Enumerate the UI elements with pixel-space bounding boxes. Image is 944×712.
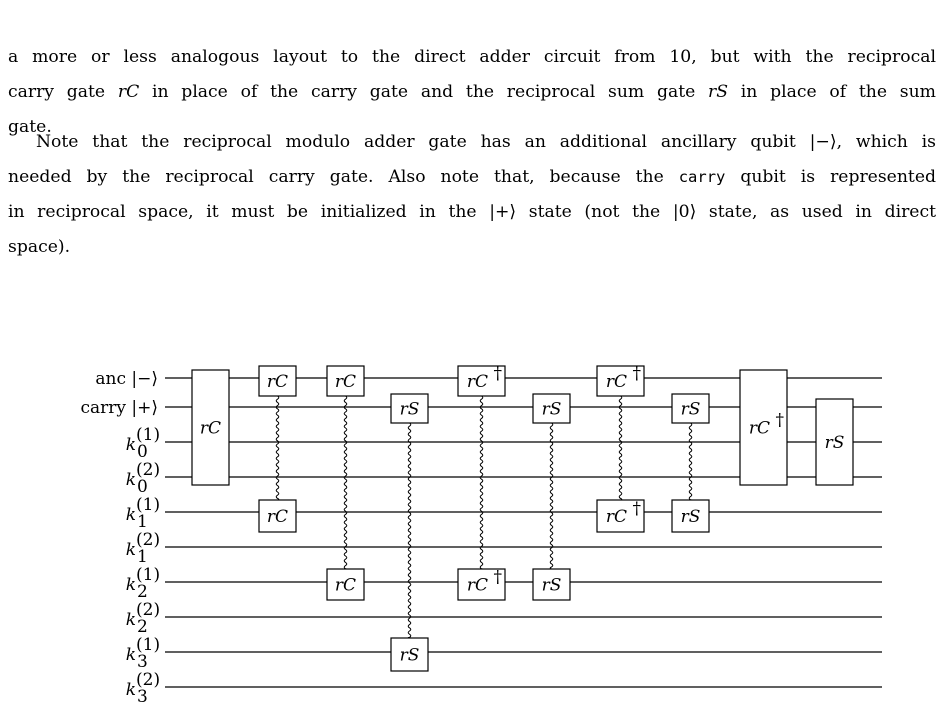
text-line: needed by the reciprocal carry gate. Als…: [8, 167, 936, 187]
gate-box: [457, 568, 506, 601]
control-link: [407, 422, 412, 639]
wire-label-superscript: (1): [136, 635, 160, 655]
wire-label-superscript: (2): [136, 460, 160, 480]
wire-label-k: k: [126, 470, 136, 490]
dagger-symbol: †: [633, 364, 642, 384]
gate-box: [596, 365, 645, 397]
gate-box: [671, 393, 710, 424]
gate-box: [532, 568, 571, 601]
wire-label-k: k: [126, 680, 136, 700]
wire-label-k: k: [126, 645, 136, 665]
wire-label-superscript: (1): [136, 425, 160, 445]
gate-box: [258, 365, 297, 397]
gate-box: [532, 393, 571, 424]
wire-label: anc |−⟩: [95, 369, 158, 389]
gate-label: rS: [542, 400, 562, 420]
control-link: [549, 422, 554, 570]
wire-label-k: k: [126, 540, 136, 560]
wire-label-subscript: 1: [137, 512, 148, 532]
text-line: gate.: [8, 117, 52, 137]
wire-label-superscript: (2): [136, 600, 160, 620]
gate-label: rC: [606, 372, 627, 392]
gate-box: [457, 365, 506, 397]
wire-label-subscript: 3: [137, 687, 148, 707]
gate-label: rS: [400, 646, 420, 666]
gate-label: rS: [681, 400, 701, 420]
wire-label-superscript: (1): [136, 495, 160, 515]
text-line: space).: [8, 237, 71, 257]
paragraph-ancillary-note: Note that the reciprocal modulo adder ga…: [8, 125, 936, 265]
gate-box: [390, 637, 429, 672]
gate-box: [326, 365, 365, 397]
dagger-symbol: †: [776, 411, 785, 431]
gate-label: rC: [335, 372, 356, 392]
wire-label-k: k: [126, 575, 136, 595]
gate-label: rS: [825, 433, 845, 453]
text-line: a more or less analogous layout to the d…: [8, 47, 936, 67]
control-link: [688, 422, 693, 501]
wire-label-superscript: (1): [136, 565, 160, 585]
gate-box: [596, 499, 645, 533]
wire-label-subscript: 0: [137, 477, 148, 497]
gate-label: rC: [267, 372, 288, 392]
paragraph-adder-layout: a more or less analogous layout to the d…: [8, 40, 936, 145]
wire-label-subscript: 0: [137, 442, 148, 462]
gate-box: [326, 568, 365, 601]
gate-label: rC: [200, 419, 221, 439]
control-link: [275, 395, 280, 501]
wire-label-k: k: [126, 435, 136, 455]
gate-box: [258, 499, 297, 533]
gate-box: [671, 499, 710, 533]
text-line: in reciprocal space, it must be initiali…: [8, 202, 937, 222]
dagger-symbol: †: [494, 568, 503, 588]
control-link: [618, 395, 623, 501]
wire-label-subscript: 2: [137, 617, 148, 637]
wire-label-subscript: 1: [137, 547, 148, 567]
gate-box: [191, 369, 230, 486]
wire-label-superscript: (2): [136, 530, 160, 550]
dagger-symbol: †: [633, 499, 642, 519]
gate-label: rS: [400, 400, 420, 420]
wire-label-subscript: 2: [137, 582, 148, 602]
dagger-symbol: †: [494, 364, 503, 384]
gate-label: rC: [606, 507, 627, 527]
text-line: carry gate rC in place of the carry gate…: [8, 82, 936, 102]
control-link: [479, 395, 484, 570]
gate-label: rC: [267, 507, 288, 527]
wire-label-superscript: (2): [136, 670, 160, 690]
gate-label: rS: [681, 507, 701, 527]
text-line: Note that the reciprocal modulo adder ga…: [36, 132, 936, 152]
gate-box: [739, 369, 788, 486]
wire-label-k: k: [126, 505, 136, 525]
wire-label-k: k: [126, 610, 136, 630]
wire-label: carry |+⟩: [80, 398, 158, 418]
gate-label: rS: [542, 576, 562, 596]
control-link: [343, 395, 348, 570]
gate-label: rC: [335, 576, 356, 596]
gate-label: rC: [467, 576, 488, 596]
gate-label: rC: [749, 419, 770, 439]
gate-box: [815, 398, 854, 486]
gate-box: [390, 393, 429, 424]
wire-label-subscript: 3: [137, 652, 148, 672]
gate-label: rC: [467, 372, 488, 392]
